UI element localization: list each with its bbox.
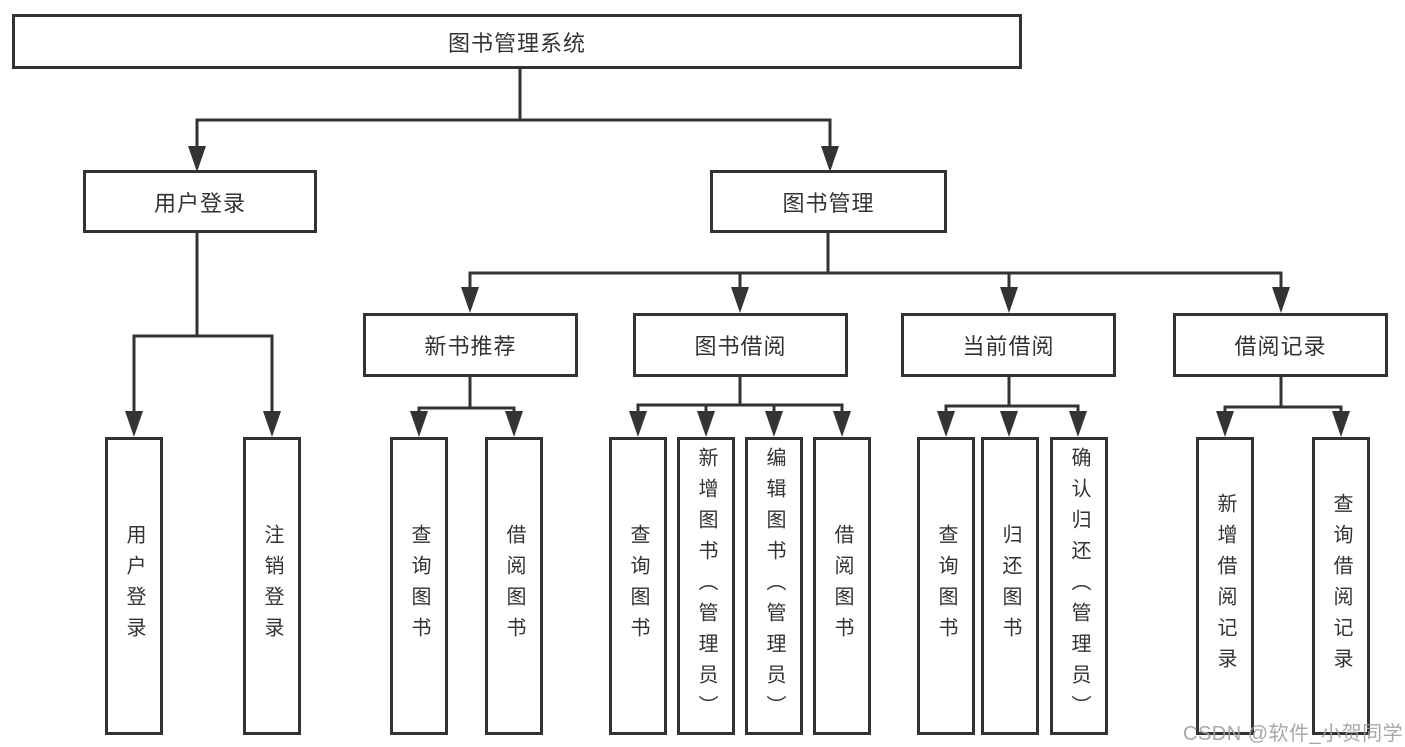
leaf-query-borrow-record: 查询借阅记录: [1312, 437, 1370, 735]
leaf-borrow-books-2: 借阅图书: [813, 437, 871, 735]
leaf-confirm-return-admin: 确认归还（管理员）: [1050, 437, 1108, 735]
node-borrow-records: 借阅记录: [1173, 313, 1388, 377]
leaf-logout: 注销登录: [243, 437, 301, 735]
node-root: 图书管理系统: [12, 14, 1022, 69]
leaf-add-book-admin: 新增图书（管理员）: [677, 437, 735, 735]
arrowheads: [125, 146, 1350, 437]
leaf-return-book: 归还图书: [981, 437, 1039, 735]
leaf-add-borrow-record: 新增借阅记录: [1196, 437, 1254, 735]
leaf-borrow-books-1: 借阅图书: [485, 437, 543, 735]
leaf-query-books-1: 查询图书: [390, 437, 448, 735]
node-current-borrow: 当前借阅: [901, 313, 1116, 377]
leaf-edit-book-admin: 编辑图书（管理员）: [745, 437, 803, 735]
node-book-borrow: 图书借阅: [633, 313, 848, 377]
csdn-watermark: CSDN @软件_小贺同学: [1183, 723, 1404, 745]
leaf-query-books-2: 查询图书: [609, 437, 667, 735]
connector-path: [132, 69, 1343, 418]
node-user-login: 用户登录: [83, 170, 317, 233]
leaf-user-login: 用户登录: [105, 437, 163, 735]
node-book-management: 图书管理: [710, 170, 947, 233]
leaf-query-books-3: 查询图书: [917, 437, 975, 735]
node-new-book-recommend: 新书推荐: [363, 313, 578, 377]
